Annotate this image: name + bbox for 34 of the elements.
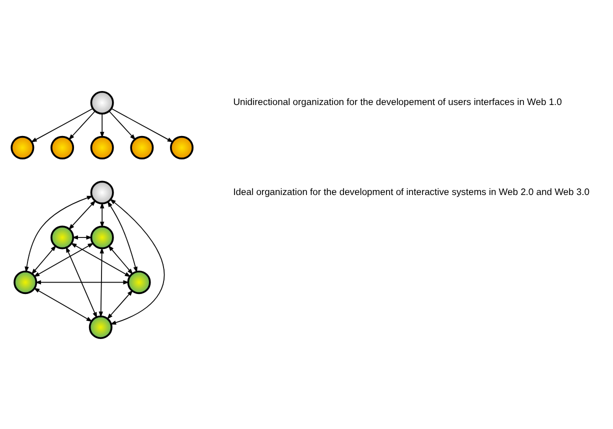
node-circle bbox=[90, 90, 114, 114]
arrow bbox=[30, 108, 94, 142]
arrow bbox=[100, 112, 104, 138]
arrow bbox=[108, 244, 134, 274]
arrow bbox=[68, 200, 96, 230]
arrow bbox=[33, 287, 92, 322]
node-circle bbox=[90, 225, 114, 249]
arrow bbox=[33, 242, 94, 277]
node-circle bbox=[50, 225, 74, 249]
node-circle bbox=[90, 180, 114, 204]
arrow bbox=[110, 198, 165, 324]
arrow bbox=[108, 110, 136, 140]
node-circle bbox=[130, 135, 154, 159]
label: Unidirectional organization for the developement of users interfaces in Web 1.0 bbox=[233, 96, 562, 107]
node-circle bbox=[127, 270, 151, 294]
arrow bbox=[31, 244, 56, 274]
node-circle bbox=[88, 314, 112, 338]
arrow bbox=[107, 200, 138, 272]
arrow bbox=[98, 246, 104, 318]
arrow bbox=[34, 280, 130, 284]
node-circle bbox=[170, 135, 194, 159]
arrow bbox=[111, 108, 174, 142]
node-circle bbox=[14, 270, 38, 294]
node-circle bbox=[90, 135, 114, 159]
arrow bbox=[72, 234, 92, 240]
arrow bbox=[106, 289, 134, 320]
arrow bbox=[66, 246, 98, 318]
arrow bbox=[68, 110, 96, 140]
arrow bbox=[100, 202, 104, 228]
arrow bbox=[24, 195, 94, 272]
node-circle bbox=[10, 135, 34, 159]
node-circle bbox=[50, 135, 74, 159]
label: Ideal organization for the development of interactive systems in Web 2.0 and Web 3.0 bbox=[233, 186, 590, 197]
arrow bbox=[70, 242, 131, 277]
